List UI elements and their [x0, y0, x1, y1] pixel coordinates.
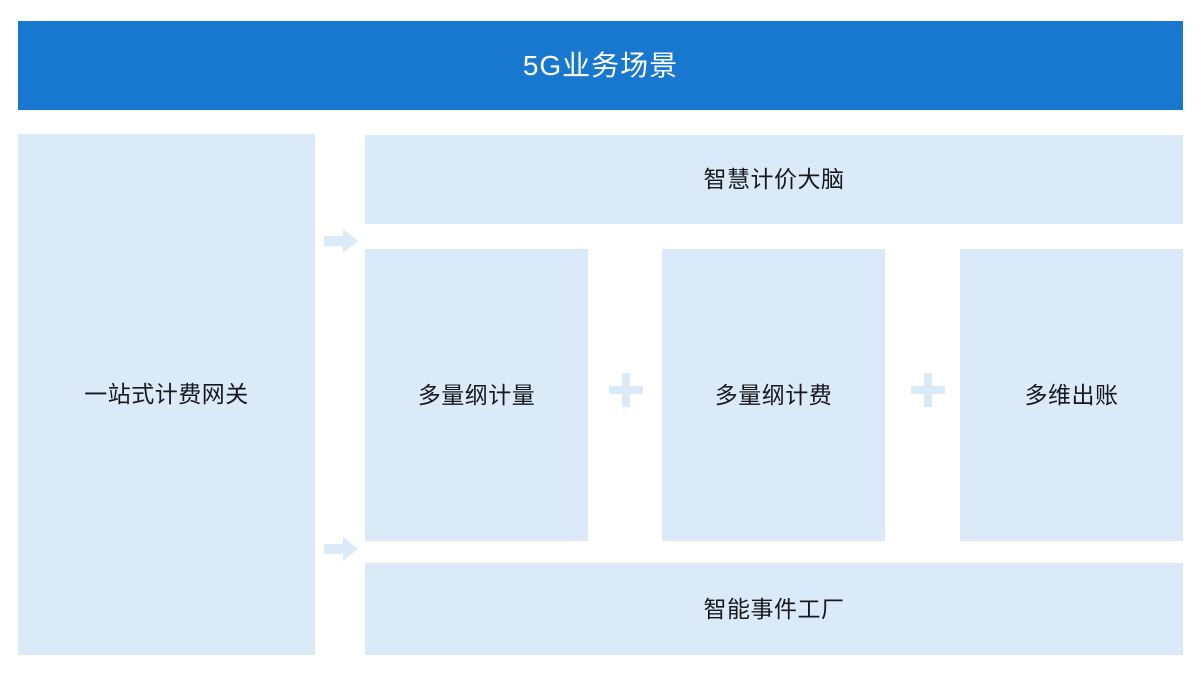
capability-panel-charging[interactable]: 多量纲计费 — [662, 249, 885, 541]
capability-label-billing: 多维出账 — [1024, 381, 1119, 408]
capability-label-charging: 多量纲计费 — [714, 381, 833, 408]
arrow-right-icon-top — [324, 229, 358, 253]
event-factory-panel[interactable]: 智能事件工厂 — [365, 563, 1183, 655]
page-title: 5G业务场景 — [522, 49, 679, 81]
pricing-brain-panel[interactable]: 智慧计价大脑 — [365, 135, 1183, 224]
event-factory-label: 智能事件工厂 — [703, 595, 845, 622]
arrow-right-icon-bottom — [324, 537, 358, 561]
gateway-panel[interactable]: 一站式计费网关 — [18, 134, 315, 655]
gateway-label: 一站式计费网关 — [84, 381, 249, 407]
capability-panel-metering[interactable]: 多量纲计量 — [365, 249, 588, 541]
capability-label-metering: 多量纲计量 — [417, 381, 536, 408]
pricing-brain-label: 智慧计价大脑 — [703, 166, 845, 192]
capability-panel-billing[interactable]: 多维出账 — [960, 249, 1183, 541]
diagram-title-banner: 5G业务场景 — [18, 21, 1183, 110]
plus-icon-1 — [609, 373, 643, 407]
plus-icon-2 — [911, 373, 945, 407]
